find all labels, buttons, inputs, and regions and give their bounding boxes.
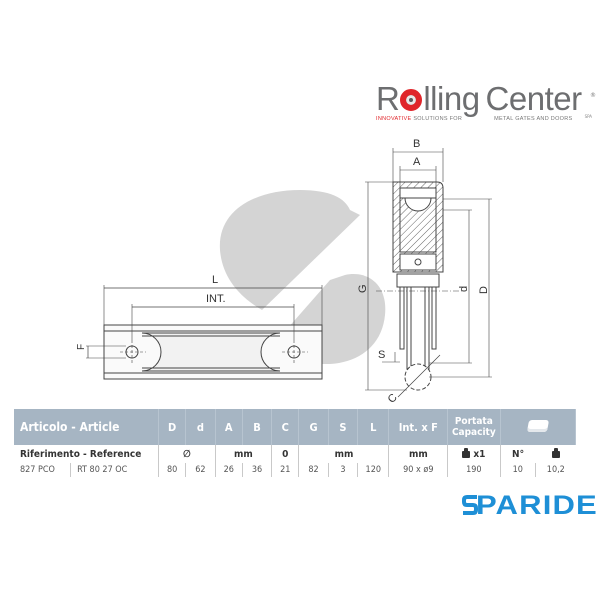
- logo-wheel-icon: [400, 89, 423, 111]
- unit-mm-intf: mm: [388, 445, 448, 463]
- trademark-symbol: ®: [590, 92, 596, 99]
- cell-C: 21: [271, 463, 299, 477]
- dim-label-B: B: [413, 138, 420, 150]
- cell-A: 26: [214, 463, 243, 477]
- header-S: S: [328, 409, 359, 445]
- table-row: 827 PCO RT 80 27 OC 80 62 26 36 21 82 3 …: [14, 463, 576, 477]
- dim-label-d: d: [458, 286, 470, 292]
- cell-d: 62: [195, 465, 206, 475]
- dim-label-D: D: [478, 286, 490, 294]
- weight-icon: [551, 448, 560, 458]
- header-D: D: [158, 409, 187, 445]
- header-L: L: [357, 409, 390, 445]
- logo-spa: SPA: [584, 114, 592, 119]
- unit-mm-ab: mm: [214, 445, 272, 463]
- section-view: [365, 148, 492, 398]
- cell-weight: 10,2: [546, 465, 565, 475]
- top-view: [86, 285, 323, 380]
- cell-S: 3: [328, 463, 359, 477]
- header-G: G: [298, 409, 329, 445]
- unit-capacity: x1: [447, 445, 501, 463]
- paride-wordmark: PARIDE: [476, 490, 598, 520]
- cell-pieces: 10: [499, 463, 537, 477]
- dim-label-C: C: [386, 392, 400, 405]
- dim-label-G: G: [357, 284, 369, 293]
- cell-D: 80: [158, 463, 187, 477]
- cell-article: 827 PCO: [14, 463, 72, 477]
- paride-s-icon: [462, 495, 478, 515]
- reference-label: Riferimento - Reference: [20, 448, 142, 460]
- cell-int-x-f: 90 x ø9: [388, 463, 448, 477]
- unit-diameter: ∅: [158, 445, 216, 463]
- table-header-row: Articolo - Article D d A B C G S L Int. …: [14, 409, 577, 445]
- cell-reference: RT 80 27 OC: [77, 465, 128, 475]
- box-icon: [526, 419, 549, 432]
- dim-label-L: L: [212, 274, 218, 286]
- unit-c: 0: [271, 445, 299, 463]
- weight-icon: [462, 448, 471, 458]
- dim-label-F: F: [76, 344, 87, 350]
- header-d: d: [185, 409, 216, 445]
- cell-G: 82: [298, 463, 329, 477]
- cell-B: 36: [251, 465, 263, 475]
- dim-label-A: A: [413, 156, 421, 168]
- cell-capacity: 190: [447, 463, 501, 477]
- header-C: C: [271, 409, 300, 445]
- unit-weight: [536, 445, 576, 463]
- header-article: Articolo - Article: [14, 409, 160, 445]
- unit-mm-gsl: mm: [298, 445, 389, 463]
- unit-pieces: N°: [499, 445, 536, 463]
- paride-logo: PARIDE: [462, 490, 598, 520]
- header-B: B: [242, 409, 273, 445]
- header-A: A: [215, 409, 243, 445]
- units-row: Riferimento - Reference ∅ mm 0 mm mm x1 …: [14, 445, 576, 463]
- header-int-x-f: Int. x F: [388, 409, 449, 445]
- specification-table: Articolo - Article D d A B C G S L Int. …: [14, 409, 577, 477]
- header-package: [500, 409, 577, 445]
- technical-drawing: L INT. F: [76, 138, 492, 405]
- cell-L: 120: [365, 465, 381, 475]
- dim-label-S: S: [378, 349, 385, 361]
- dim-label-INT: INT.: [206, 293, 226, 305]
